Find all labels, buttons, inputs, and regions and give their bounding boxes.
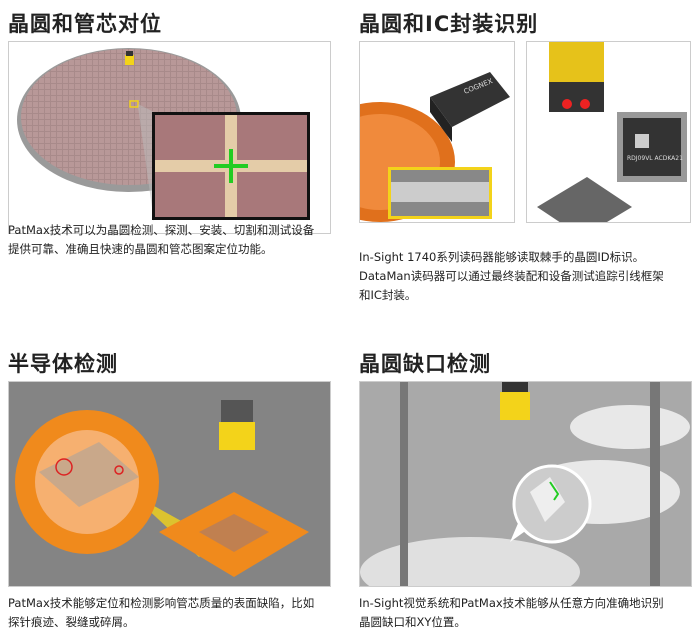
camera-icon <box>125 55 134 65</box>
semiconductor-inspection-image <box>8 381 331 587</box>
section-desc-wafer-notch: In-Sight视觉系统和PatMax技术能够从任意方向准确地识别 晶圆缺口和X… <box>359 594 664 632</box>
wafer-id-image: COGNEX <box>359 41 515 223</box>
desc-line: In-Sight视觉系统和PatMax技术能够从任意方向准确地识别 <box>359 596 664 610</box>
section-desc-semiconductor-inspection: PatMax技术能够定位和检测影响管芯质量的表面缺陷，比如 探针痕迹、裂缝或碎屑… <box>8 594 314 632</box>
section-desc-wafer-alignment: PatMax技术可以为晶圆检测、探测、安装、切割和测试设备 提供可靠、准确且快速… <box>8 221 314 259</box>
section-title-wafer-notch: 晶圆缺口检测 <box>359 352 491 376</box>
desc-line: In-Sight 1740系列读码器能够读取棘手的晶圆ID标识。 <box>359 250 645 264</box>
wafer-alignment-image <box>8 41 331 234</box>
chip-marking: RDJ09VL ACDKA21 <box>627 155 683 162</box>
wafer-notch-image <box>359 381 692 587</box>
camera-icon <box>219 422 255 450</box>
section-desc-ic-identification: In-Sight 1740系列读码器能够读取棘手的晶圆ID标识。 DataMan… <box>359 248 664 305</box>
ic-package-image: RDJ09VL ACDKA21 <box>526 41 691 223</box>
desc-line: PatMax技术能够定位和检测影响管芯质量的表面缺陷，比如 <box>8 596 315 610</box>
desc-line: PatMax技术可以为晶圆检测、探测、安装、切割和测试设备 <box>8 223 315 237</box>
section-title-wafer-alignment: 晶圆和管芯对位 <box>8 12 162 36</box>
desc-line: 提供可靠、准确且快速的晶圆和管芯图案定位功能。 <box>8 242 273 256</box>
desc-line: 和IC封装。 <box>359 288 417 302</box>
section-title-semiconductor-inspection: 半导体检测 <box>8 352 118 376</box>
desc-line: DataMan读码器可以通过最终装配和设备测试追踪引线框架 <box>359 269 664 283</box>
desc-line: 晶圆缺口和XY位置。 <box>359 615 466 629</box>
section-title-ic-identification: 晶圆和IC封装识别 <box>359 12 539 36</box>
desc-line: 探针痕迹、裂缝或碎屑。 <box>8 615 135 629</box>
